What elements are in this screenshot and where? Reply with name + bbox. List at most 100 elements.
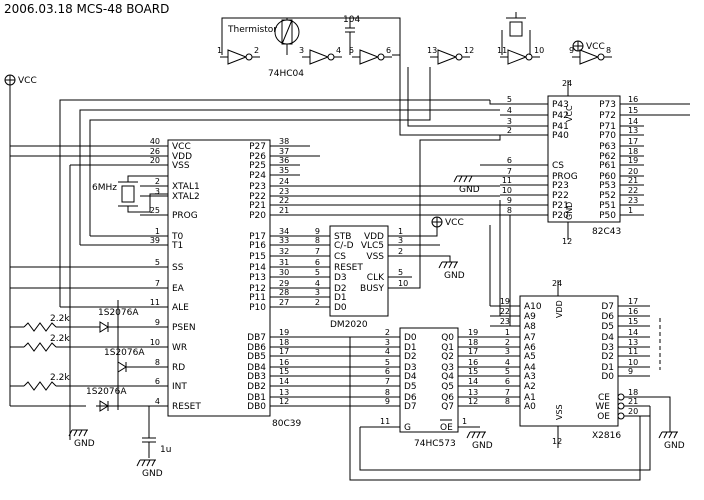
chip-82c43-pin-number: 15	[628, 106, 638, 115]
gnd-symbol-cap: GND	[136, 459, 163, 479]
chip-x2816-pin-number: 17	[628, 297, 638, 306]
chip-x2816-pin-name: OE	[597, 412, 610, 422]
thermistor-label: Thermistor	[227, 25, 277, 35]
chip-dm2020-pin-number: 2	[398, 247, 403, 256]
chip-x2816-pin-name: D4	[601, 333, 614, 343]
chip-82c43-pin-name: P52	[599, 191, 616, 201]
chip-74hc573-pin-number: 15	[468, 367, 478, 376]
chip-82c43-pin-name: P20	[552, 211, 569, 221]
wiring	[9, 54, 690, 481]
chip-74hc573-pin-name: Q7	[441, 402, 454, 412]
chip-82c43-pin-name: P40	[552, 131, 569, 141]
chip-82c43-pin-number: 2	[507, 126, 512, 135]
chip-82c43-pin-number: 23	[628, 196, 638, 205]
chip-74hc573-pin-number: 6	[385, 367, 390, 376]
gnd-label: GND	[472, 441, 493, 451]
chip-82c43-pin-number: 7	[507, 167, 512, 176]
chip-74hc573-pin-name: D5	[404, 382, 417, 392]
chip-80c39-pin-number: 14	[279, 377, 289, 386]
chip-x2816-pin-number: 15	[628, 317, 638, 326]
chip-80c39-pin-number: 2	[155, 177, 160, 186]
hc04-label: 74HC04	[268, 69, 304, 79]
gnd-label: GND	[664, 441, 685, 451]
chip-82c43-pin-number: 19	[628, 156, 638, 165]
chip-80c39-pin-name: P22	[249, 192, 266, 202]
chip-dm2020-pin-number: 4	[315, 279, 320, 288]
chip-80c39-pin-name: P16	[249, 241, 266, 251]
crystal-symbol: 6MHz	[92, 175, 168, 213]
diode-1s2076a: 1S2076A	[86, 387, 127, 412]
chip-80c39-pin-name: T0	[171, 232, 183, 242]
chip-82c43-pin-name: CS	[552, 161, 564, 171]
chip-80c39-pin-name: EA	[172, 284, 185, 294]
chip-80c39-pin-name: DB4	[247, 363, 266, 373]
chip-dm2020-pin-number: 5	[315, 268, 320, 277]
chip-80c39-pin-name: PSEN	[172, 323, 196, 333]
chip-80c39-pin-name: XTAL2	[172, 192, 200, 202]
crystal-label: 6MHz	[92, 183, 117, 193]
chip-82c43-gnd-pin: 12	[562, 237, 572, 246]
chip-82c43-pin-name: P51	[599, 201, 616, 211]
chip-74hc573-pin-number: 4	[385, 347, 390, 356]
chip-80c39-name: 80C39	[272, 419, 301, 429]
chip-80c39-pin-name: DB5	[247, 352, 266, 362]
chip-x2816-pin-name: D7	[601, 302, 614, 312]
chip-74hc573-pin-number: 19	[468, 328, 478, 337]
chip-74hc573-pin-number: 17	[468, 347, 478, 356]
chip-82c43-name: 82C43	[592, 227, 621, 237]
inverter-pin-in: 9	[569, 46, 574, 55]
chip-82c43-pin-name: P50	[599, 211, 616, 221]
chip-82c43	[547, 95, 621, 223]
diode-label: 1S2076A	[98, 308, 139, 318]
chip-82c43-pin-number: 6	[507, 156, 512, 165]
chip-x2816-pin-name: A7	[524, 333, 536, 343]
chip-dm2020-pin-number: 3	[315, 288, 320, 297]
chip-82c43-pin-name: P43	[552, 100, 569, 110]
chip-x2816-pin-number: 18	[628, 388, 638, 397]
diode-1s2076a: 1S2076A	[98, 308, 139, 333]
chip-x2816-pin-name: A5	[524, 352, 536, 362]
chip-x2816-pin-number: 8	[505, 397, 510, 406]
chip-x2816-vss-label: VSS	[555, 404, 564, 420]
chip-82c43-pin-name: P62	[599, 152, 616, 162]
chip-74hc573-pin-name: D2	[404, 352, 417, 362]
chip-dm2020-pin-name: C/-D	[334, 241, 354, 251]
chip-74hc573-pin-number: 5	[385, 358, 390, 367]
chip-x2816-pin-number: 3	[505, 347, 510, 356]
chip-x2816-pin-number: 7	[505, 388, 510, 397]
resistor-value: 2.2k	[50, 334, 70, 344]
cap-104-label: 104	[343, 15, 360, 25]
chip-82c43-pin-number: 3	[507, 117, 512, 126]
chip-dm2020	[329, 225, 389, 317]
chip-80c39-pin-name: VDD	[172, 152, 192, 162]
chip-82c43-pin-name: P42	[552, 111, 569, 121]
gnd-symbol-left: GND	[68, 429, 95, 449]
chip-74hc573-pin-number: 16	[468, 358, 478, 367]
chip-dm2020-pin-number: 8	[315, 236, 320, 245]
chip-74hc573-pin-name: D4	[404, 372, 417, 382]
chip-dm2020-pin-name: D1	[334, 293, 347, 303]
chip-80c39-pin-name: P26	[249, 152, 266, 162]
inverter-pin-out: 6	[386, 46, 391, 55]
chip-82c43-pin-name: P72	[599, 111, 616, 121]
chip-82c43-pin-number: 14	[628, 117, 638, 126]
chip-80c39-pin-name: P15	[249, 252, 266, 262]
chip-82c43-pin-name: PROG	[552, 172, 578, 182]
chip-dm2020-pin-name: D0	[334, 303, 347, 313]
cap-1u-label: 1u	[160, 445, 171, 455]
chip-80c39-pin-name: XTAL1	[172, 182, 200, 192]
gnd-symbol-x2816: GND	[658, 431, 685, 451]
chip-x2816-pin-name: A9	[524, 312, 536, 322]
chip-74hc573-pin-name: D1	[404, 343, 417, 353]
chip-80c39-pin-number: 1	[155, 227, 160, 236]
chip-74hc573-pin-name: Q0	[441, 333, 454, 343]
chip-74hc573-pin-name: Q3	[441, 363, 454, 373]
chip-dm2020-pin-name: D3	[334, 273, 347, 283]
chip-82c43-pin-name: P71	[599, 122, 616, 132]
chip-74hc573-pin-name: Q2	[441, 352, 454, 362]
chip-80c39-pin-number: 24	[279, 177, 289, 186]
chip-74hc573-oe-label: OE	[440, 423, 453, 433]
